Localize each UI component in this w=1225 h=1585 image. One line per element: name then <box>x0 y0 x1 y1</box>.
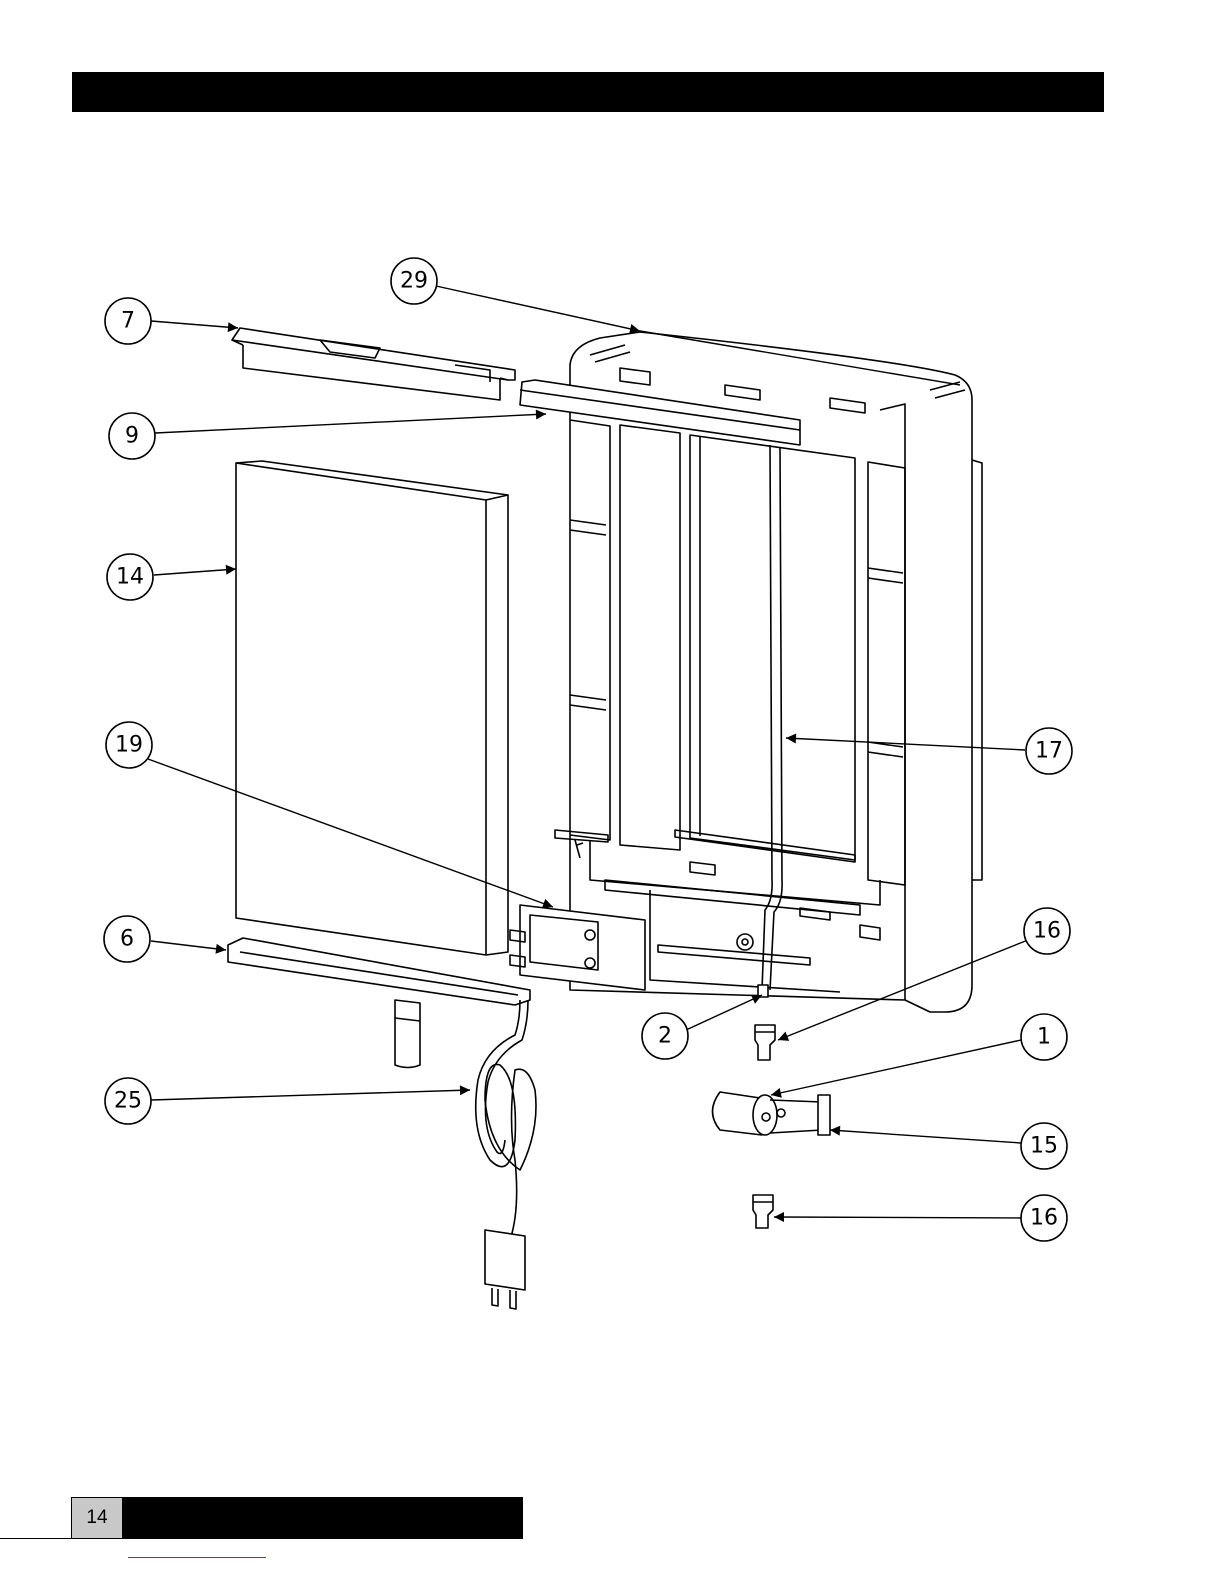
leader-9 <box>155 414 546 433</box>
callout-number-17: 17 <box>1035 739 1063 764</box>
leader-25 <box>151 1090 470 1100</box>
callout-number-15: 15 <box>1030 1134 1058 1159</box>
callout-number-6: 6 <box>120 927 134 952</box>
fitting-part-2 <box>758 985 768 997</box>
footer-rule <box>0 1538 71 1539</box>
leader-14 <box>154 569 236 575</box>
pump-part <box>713 1092 823 1135</box>
leader-2 <box>686 995 762 1030</box>
callout-number-16a: 16 <box>1033 919 1061 944</box>
callout-number-2: 2 <box>658 1024 672 1049</box>
bottom-tray-part <box>228 938 530 1068</box>
leader-6 <box>151 941 226 950</box>
filter-panel-part <box>236 461 508 955</box>
module-part <box>510 905 645 990</box>
leader-15 <box>830 1130 1021 1143</box>
footer-bar <box>123 1497 523 1539</box>
callout-number-25: 25 <box>114 1089 142 1114</box>
leader-16b <box>774 1217 1021 1218</box>
page-number: 14 <box>71 1497 123 1539</box>
power-cord-part <box>476 1000 536 1309</box>
callout-number-16b: 16 <box>1030 1206 1058 1231</box>
push-fitting-upper <box>755 1025 775 1060</box>
leader-7 <box>151 321 238 328</box>
callout-number-19: 19 <box>115 733 143 758</box>
push-fitting-lower <box>753 1195 773 1228</box>
callout-number-7: 7 <box>121 309 135 334</box>
leader-1 <box>771 1040 1021 1095</box>
top-cover-part <box>232 328 515 400</box>
footer-link-underline[interactable] <box>128 1557 266 1558</box>
callout-number-9: 9 <box>125 424 139 449</box>
callout-number-29: 29 <box>400 269 428 294</box>
leader-29 <box>436 286 640 331</box>
callout-number-14: 14 <box>116 565 144 590</box>
callout-number-1: 1 <box>1037 1025 1051 1050</box>
bracket-part <box>818 1095 830 1135</box>
